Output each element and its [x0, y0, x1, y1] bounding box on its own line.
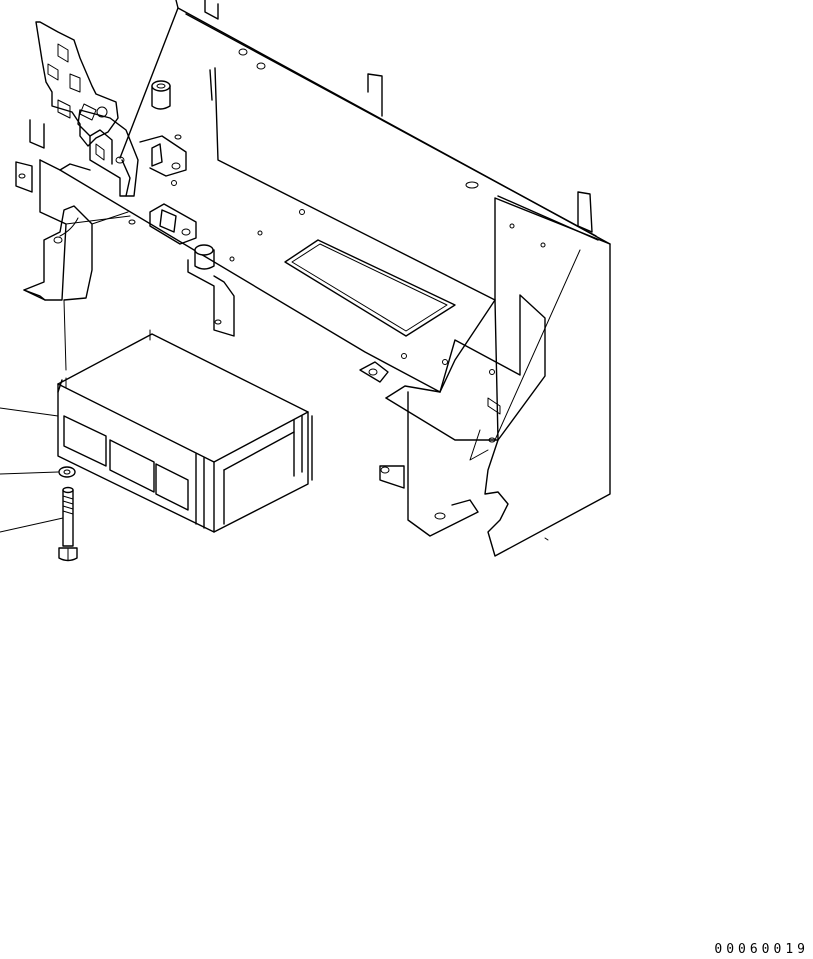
washer: [58, 466, 76, 478]
bolt: [58, 486, 78, 562]
controller-unit: [57, 329, 313, 533]
leader-lines: [0, 407, 64, 533]
drawing-number: 00060019: [714, 942, 809, 957]
bracket-frame: [15, 0, 611, 557]
